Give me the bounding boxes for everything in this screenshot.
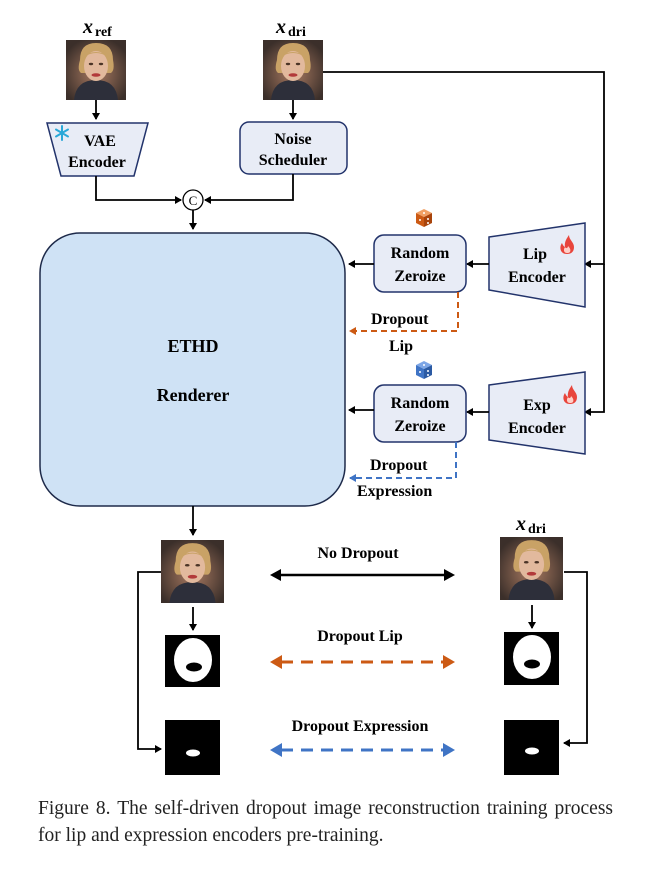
dice-icon <box>416 361 432 379</box>
dropout-lip-label: Dropout <box>371 311 429 328</box>
dropout-expression-arrow <box>270 743 455 757</box>
x-dri-label: x dri <box>275 16 306 40</box>
concat-node: C <box>182 189 204 211</box>
dropout-expression-label: Dropout <box>370 457 428 474</box>
dropout-lip-legend-label: Dropout Lip <box>317 628 403 645</box>
svg-text:Scheduler: Scheduler <box>259 152 327 169</box>
output-face-photo <box>161 540 224 603</box>
svg-text:x: x <box>82 16 93 38</box>
reference-face-photo <box>66 40 126 100</box>
svg-text:Noise: Noise <box>274 131 311 148</box>
random-zeroize-exp-block: Random Zeroize <box>373 384 467 443</box>
svg-text:dri: dri <box>528 522 546 537</box>
dropout-expression-path <box>349 442 457 482</box>
dri-to-lip-encoder-arrow <box>323 71 605 268</box>
ethd-renderer-block: ETHD Renderer <box>39 232 346 507</box>
driving-face-photo <box>263 40 323 100</box>
svg-text:C: C <box>189 193 198 208</box>
dropout-expression-legend-label: Dropout Expression <box>292 718 429 735</box>
exp-encoder-block: Exp Encoder <box>488 371 586 455</box>
left-mask-mouth <box>165 720 220 775</box>
dropout-lip-label-2: Lip <box>389 338 413 355</box>
right-mask-face <box>504 632 559 685</box>
dropout-lip-arrow <box>270 655 455 669</box>
left-mask-face <box>165 635 220 687</box>
right-mask-mouth <box>504 720 559 775</box>
no-dropout-arrow <box>270 569 455 581</box>
lip-encoder-block: Lip Encoder <box>488 222 586 308</box>
target-face-photo <box>499 537 563 600</box>
dropout-expression-label-2: Expression <box>357 483 432 500</box>
output-to-mouth-mask-arrow <box>137 571 162 753</box>
svg-text:VAE: VAE <box>84 133 116 150</box>
svg-text:Encoder: Encoder <box>68 154 126 171</box>
random-zeroize-lip-block: Random Zeroize <box>373 234 467 293</box>
svg-text:x: x <box>515 513 526 535</box>
svg-text:Zeroize: Zeroize <box>394 418 445 435</box>
svg-text:Random: Random <box>391 245 450 262</box>
target-to-mouth-mask-arrow <box>563 571 588 747</box>
noise-scheduler-block: Noise Scheduler <box>239 121 348 175</box>
diagram-canvas: x ref x dri VAE Encoder Noise Scheduler … <box>39 16 605 775</box>
svg-text:Renderer: Renderer <box>157 385 230 405</box>
no-dropout-label: No Dropout <box>317 545 399 562</box>
svg-text:Lip: Lip <box>523 246 547 263</box>
svg-text:Random: Random <box>391 395 450 412</box>
dice-icon <box>416 209 432 227</box>
svg-text:x: x <box>275 16 286 38</box>
svg-text:Zeroize: Zeroize <box>394 268 445 285</box>
vae-to-concat-arrow <box>95 176 182 204</box>
svg-text:ETHD: ETHD <box>167 336 218 356</box>
dri-to-exp-encoder-arrow <box>584 264 605 416</box>
svg-text:Encoder: Encoder <box>508 420 566 437</box>
noise-to-concat-arrow <box>204 174 294 204</box>
svg-text:dri: dri <box>288 25 306 40</box>
svg-text:Encoder: Encoder <box>508 269 566 286</box>
x-ref-label: x ref <box>82 16 112 40</box>
x-dri-output-label: x dri <box>515 513 546 537</box>
vae-encoder-block: VAE Encoder <box>46 122 149 177</box>
svg-text:ref: ref <box>95 25 112 40</box>
figure-caption: Figure 8. The self-driven dropout image … <box>38 798 613 846</box>
svg-text:Exp: Exp <box>523 397 551 414</box>
dropout-lip-path <box>349 292 459 335</box>
